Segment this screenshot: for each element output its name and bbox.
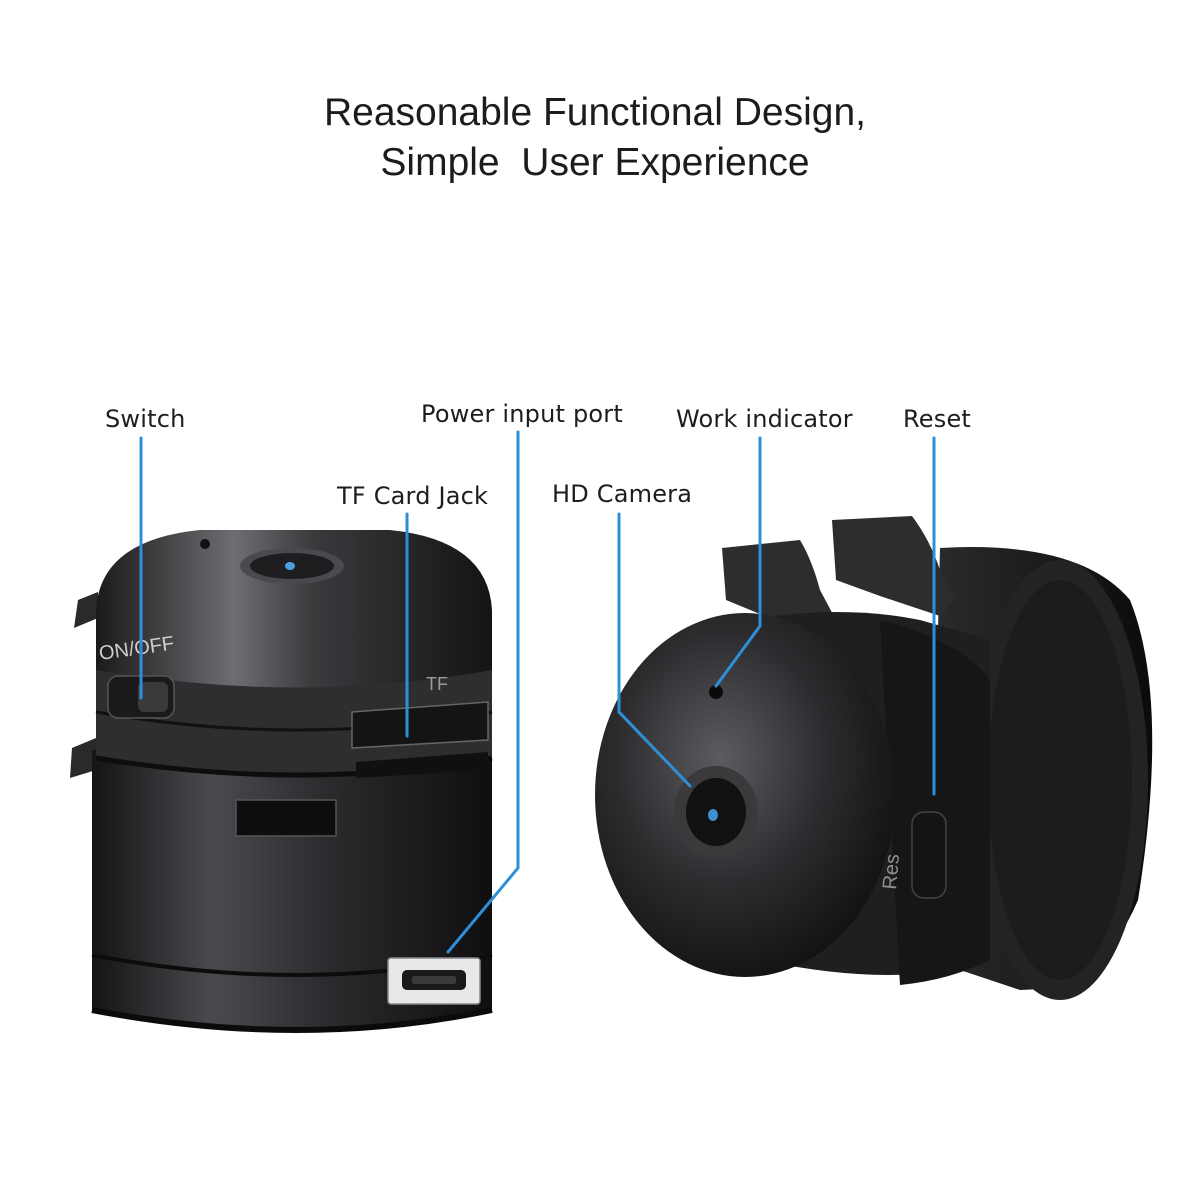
leader-lines — [139, 430, 936, 954]
hd-camera-leader — [617, 512, 692, 788]
callout-hd-camera: HD Camera — [552, 480, 693, 508]
right-camera-device — [595, 516, 1153, 1000]
callout-reset: Reset — [903, 405, 972, 433]
callout-power-input-port: Power input port — [421, 400, 623, 428]
left-camera-device — [70, 530, 493, 1033]
headline-line-2: Simple User Experience — [380, 141, 810, 184]
work-indicator-leader — [714, 436, 762, 688]
callout-switch: Switch — [105, 405, 186, 433]
tf-marking: TF — [426, 674, 448, 694]
headline-line-1: Reasonable Functional Design, — [323, 91, 866, 134]
reset-marking: Res — [879, 853, 904, 890]
callout-work-indicator: Work indicator — [676, 405, 853, 433]
callout-tf-card-jack: TF Card Jack — [337, 482, 489, 510]
power-port-leader — [446, 430, 520, 954]
headline: Reasonable Functional Design, Simple Use… — [0, 88, 1190, 188]
